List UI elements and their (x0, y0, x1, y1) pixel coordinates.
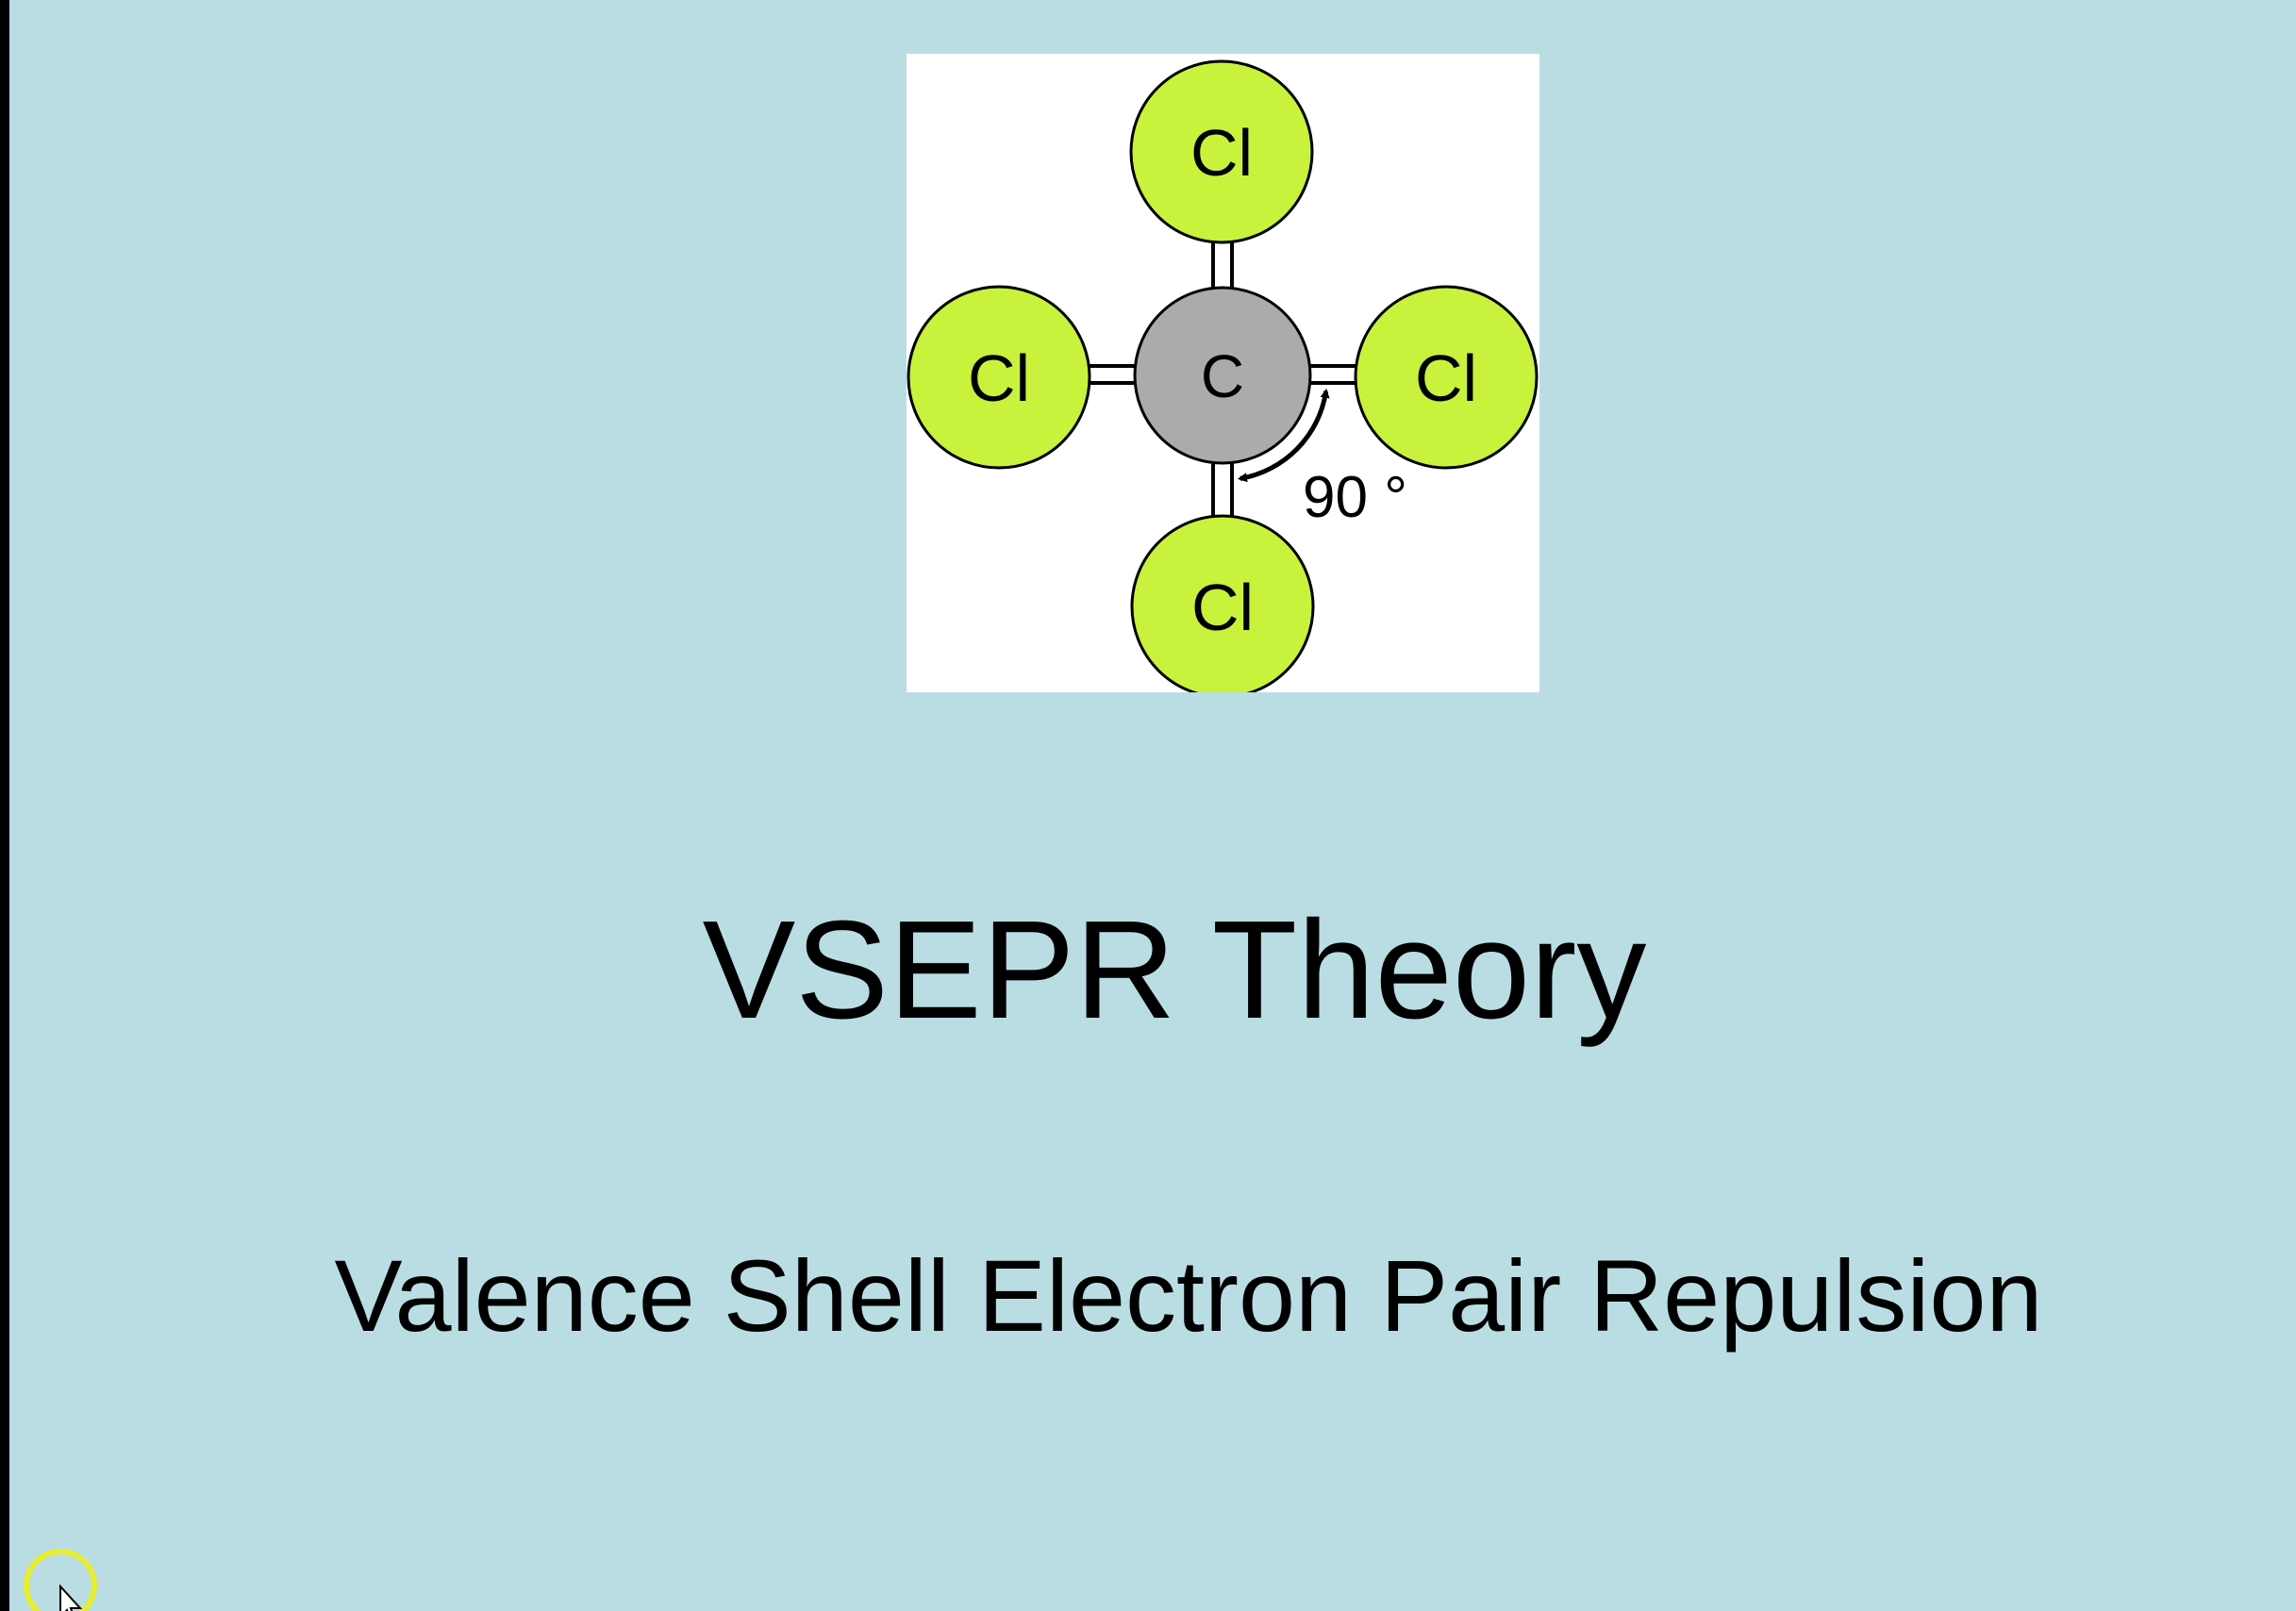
chlorine-atom-right (1354, 285, 1539, 470)
cursor-highlight-ring (24, 1549, 97, 1611)
chlorine-atom-left (907, 285, 1091, 470)
carbon-label: C (1201, 342, 1244, 410)
chlorine-label-left: Cl (968, 341, 1030, 415)
cursor-arrow-icon (59, 1584, 83, 1611)
chlorine-label-right: Cl (1415, 341, 1477, 415)
screen-edge-strip (0, 0, 9, 1611)
angle-label: 90 ° (1303, 465, 1407, 530)
slide-title: VSEPR Theory (702, 892, 1647, 1048)
angle-arc-arrow (1237, 388, 1330, 483)
chlorine-label-top: Cl (1190, 116, 1253, 190)
chlorine-atom-bottom (1130, 514, 1315, 692)
chlorine-atom-top (1129, 59, 1314, 244)
chlorine-label-bottom: Cl (1191, 571, 1254, 644)
mouse-cursor (24, 1549, 97, 1611)
molecule-image: Cl Cl Cl Cl C 90 ° (907, 54, 1539, 692)
slide-subtitle: Valence Shell Electron Pair Repulsion (334, 1238, 2043, 1353)
molecule-svg: Cl Cl Cl Cl C 90 ° (907, 59, 1539, 692)
